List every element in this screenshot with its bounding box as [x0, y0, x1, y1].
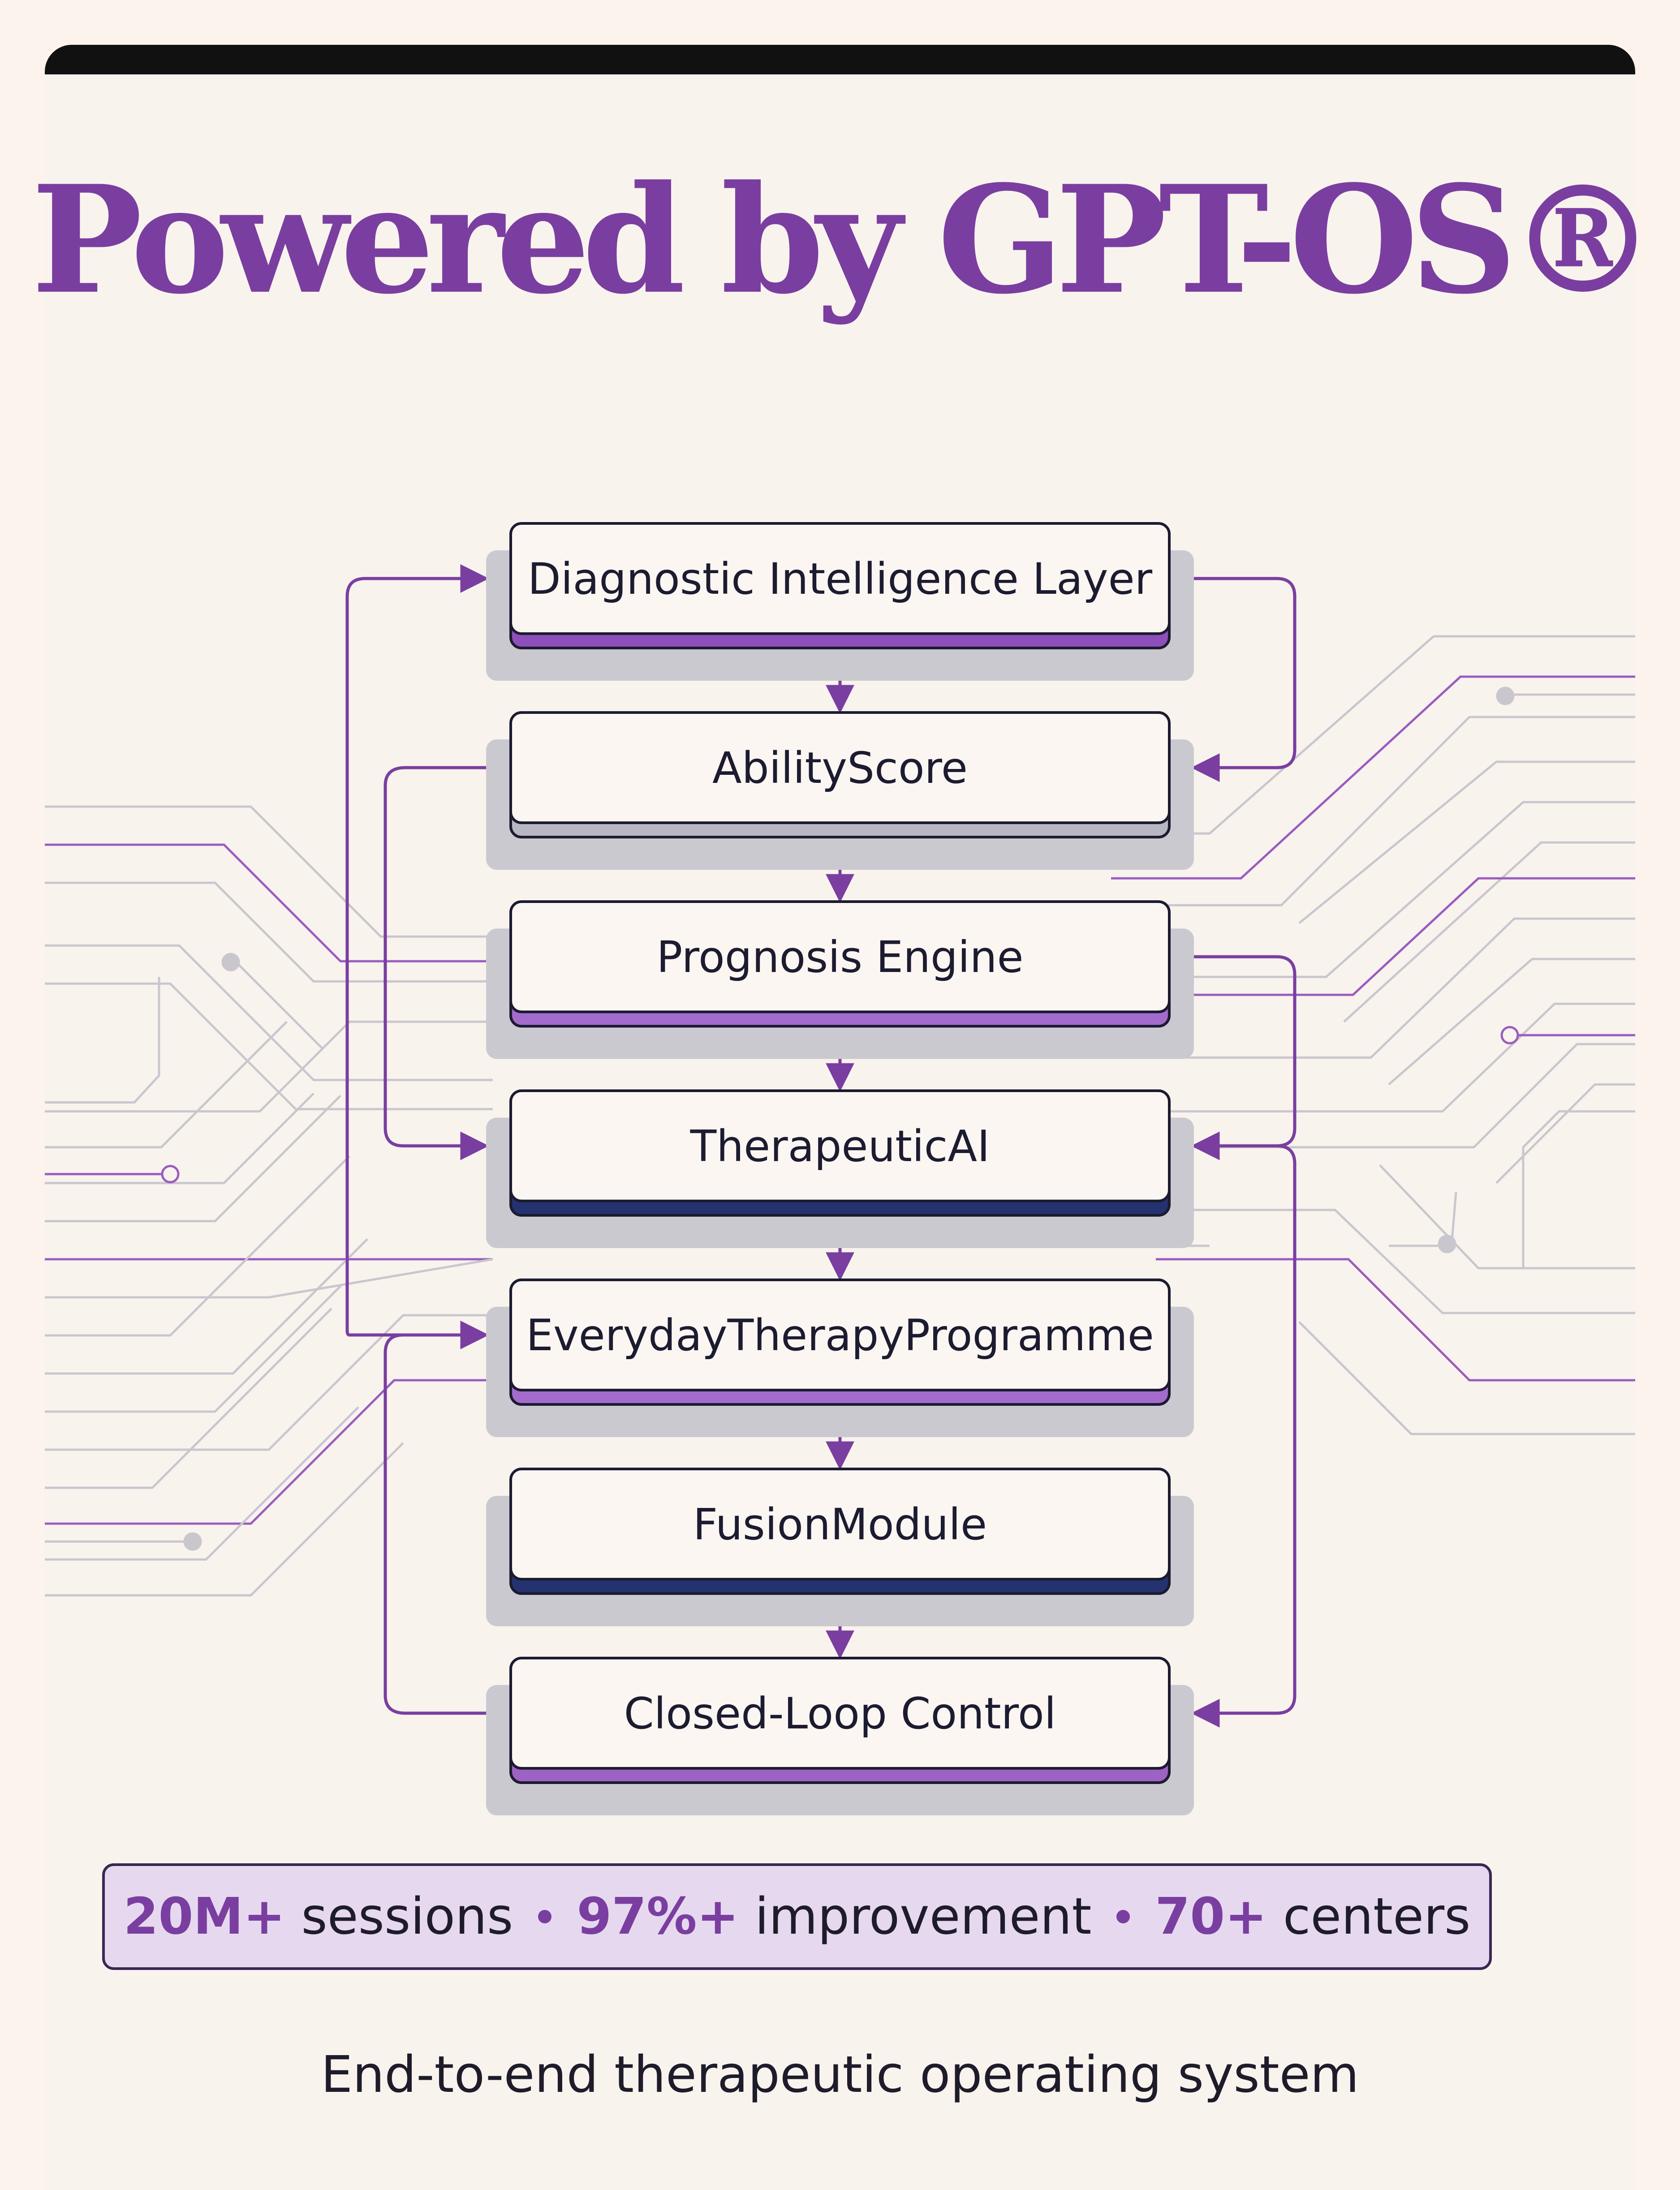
node-label: FusionModule: [693, 1499, 987, 1550]
stat-label: improvement: [754, 1888, 1092, 1946]
circuit-trace-8: [45, 1095, 341, 1222]
circuit-trace-31: [1388, 958, 1635, 1085]
circuit-trace-32: [1111, 1002, 1635, 1113]
node-box: [509, 900, 1171, 1013]
feedback-connector-5: [1191, 1144, 1297, 1728]
stat-value: 20M+: [123, 1888, 285, 1946]
stats-banner: 20M+ sessions 97%+ improvement 70+ cente…: [102, 1863, 1492, 1970]
circuit-node-dot-2: [183, 1532, 202, 1551]
circuit-trace-25: [1111, 716, 1635, 907]
circuit-node-dot-1: [161, 1165, 180, 1184]
circuit-trace-16: [45, 1379, 493, 1525]
node-label: Closed-Loop Control: [624, 1689, 1056, 1739]
circuit-trace-18: [45, 1442, 404, 1597]
node-label: Prognosis Engine: [656, 932, 1023, 982]
circuit-trace-6: [45, 1021, 288, 1149]
node-label: Diagnostic Intelligence Layer: [528, 554, 1153, 604]
circuit-trace-34: [1495, 1083, 1635, 1184]
feedback-connector-4: [1191, 955, 1297, 1160]
circuit-trace-12: [45, 1238, 368, 1375]
circuit-trace-35: [1379, 1164, 1635, 1270]
flow-node: Closed-Loop Control: [486, 1657, 1194, 1815]
circuit-trace-1: [45, 843, 493, 963]
circuit-trace-36: [1174, 1209, 1635, 1314]
feedback-connector-0: [345, 564, 489, 1337]
circuit-trace-29: [1111, 877, 1635, 996]
bullet-dot-icon: [1116, 1910, 1130, 1923]
circuit-trace-14: [45, 1314, 493, 1451]
circuit-trace-24: [1111, 675, 1635, 880]
circuit-trace-0: [45, 805, 493, 938]
circuit-trace-33: [1111, 1043, 1635, 1149]
circuit-trace-37: [1156, 1258, 1635, 1382]
flow-node: Prognosis Engine: [486, 900, 1194, 1059]
node-box: [509, 522, 1171, 635]
flow-node: AbilityScore: [486, 711, 1194, 870]
top-bar: [45, 45, 1635, 74]
node-box: [509, 1657, 1171, 1770]
node-box: [509, 1089, 1171, 1202]
circuit-lines: [45, 635, 1635, 1597]
stat-value: 70+: [1155, 1888, 1267, 1946]
circuit-trace-38: [1298, 1321, 1635, 1435]
circuit-trace-30: [1111, 917, 1635, 1059]
circuit-trace-13: [45, 1285, 341, 1413]
node-box: [509, 1279, 1171, 1391]
circuit-trace-22: [232, 958, 323, 1050]
node-box: [509, 711, 1171, 824]
circuit-trace-3: [45, 944, 493, 1081]
circuit-node-dot-5: [1438, 1235, 1456, 1253]
node-label: TherapeuticAI: [690, 1121, 990, 1171]
feedback-connector-2: [383, 1321, 489, 1715]
circuit-trace-5: [45, 1020, 493, 1113]
flow-node: Diagnostic Intelligence Layer: [486, 522, 1194, 681]
page-title: Powered by GPT-OS®: [31, 153, 1657, 327]
node-label: AbilityScore: [712, 743, 968, 793]
circuit-trace-17: [45, 1406, 359, 1561]
circuit-trace-39: [1522, 1110, 1635, 1268]
circuit-trace-15: [45, 1308, 332, 1489]
stat-sessions: 20M+ sessions: [124, 1888, 513, 1946]
circuit-trace-7: [45, 1093, 314, 1184]
flow-node: EverydayTherapyProgramme: [486, 1279, 1194, 1437]
circuit-trace-4: [45, 982, 493, 1110]
circuit-trace-28: [1343, 841, 1635, 1023]
flow-node: TherapeuticAI: [486, 1089, 1194, 1248]
flow-node: FusionModule: [486, 1468, 1194, 1626]
feedback-connector-1: [383, 766, 489, 1160]
circuit-trace-2: [45, 881, 493, 983]
tagline: End-to-end therapeutic operating system: [321, 2046, 1359, 2104]
node-label: EverydayTherapyProgramme: [526, 1310, 1154, 1361]
bullet-dot-icon: [538, 1910, 552, 1923]
circuit-trace-11: [45, 1155, 350, 1337]
circuit-node-dot-4: [1500, 1026, 1519, 1045]
circuit-node-dot-3: [1496, 687, 1515, 705]
feedback-loops: [345, 564, 1297, 1728]
stat-label: sessions: [301, 1888, 513, 1946]
flow-nodes: Diagnostic Intelligence LayerAbilityScor…: [486, 522, 1194, 1815]
circuit-node-dot-0: [221, 953, 240, 972]
node-box: [509, 1468, 1171, 1581]
circuit-trace-19: [45, 977, 160, 1104]
feedback-connector-3: [1191, 577, 1297, 782]
stat-centers: 70+ centers: [1155, 1888, 1470, 1946]
circuit-trace-10: [45, 1258, 493, 1299]
stat-improvement: 97%+ improvement: [577, 1888, 1091, 1946]
stat-value: 97%+: [577, 1888, 739, 1946]
stat-label: centers: [1283, 1888, 1471, 1946]
circuit-trace-27: [1111, 801, 1635, 978]
circuit-trace-26: [1298, 760, 1635, 924]
